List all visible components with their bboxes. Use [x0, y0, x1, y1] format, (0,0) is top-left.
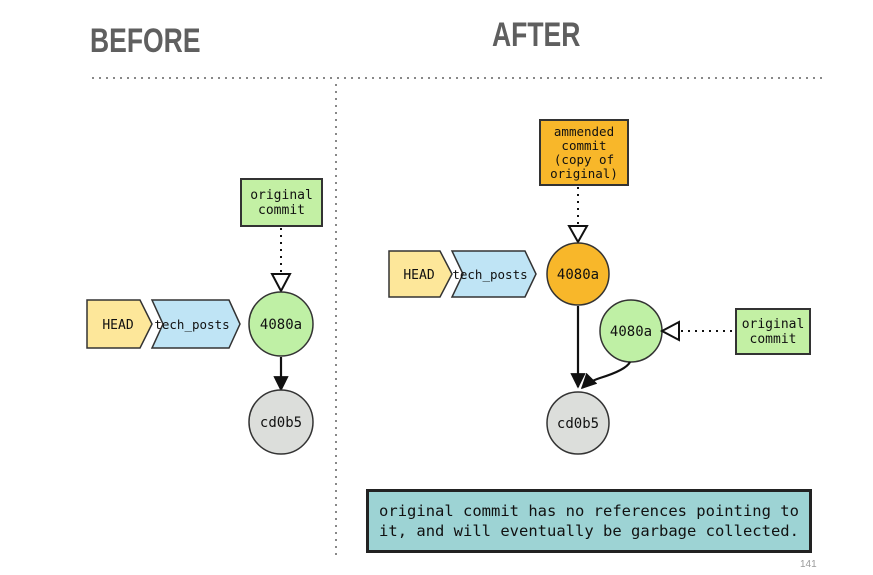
- before-heading: BEFORE: [90, 22, 201, 60]
- after-parent-node: cd0b5: [546, 391, 610, 455]
- before-commit-label: 4080a: [260, 317, 302, 333]
- after-amended-callout-arrowhead: [567, 225, 589, 245]
- after-orphan-commit-node: 4080a: [599, 299, 663, 363]
- after-branch-label: tech_posts: [452, 267, 527, 282]
- before-original-callout: original commit: [240, 178, 323, 227]
- after-amended-callout: ammended commit (copy of original): [539, 119, 629, 186]
- after-amended-callout-line-4: original): [550, 166, 618, 181]
- after-orphan-callout-arrowhead: [659, 320, 680, 342]
- after-head-pointer: HEAD: [388, 250, 453, 298]
- before-head-pointer: HEAD: [86, 299, 153, 349]
- after-orphan-callout-line-2: commit: [750, 332, 797, 347]
- before-parent-node: cd0b5: [248, 389, 314, 455]
- after-branch-pointer: tech_posts: [450, 250, 537, 298]
- garbage-collection-note: original commit has no references pointi…: [366, 489, 812, 553]
- before-callout-line-1: original: [250, 188, 313, 203]
- after-orphan-callout: original commit: [735, 308, 811, 355]
- after-amended-callout-line-3: (copy of: [554, 152, 614, 167]
- after-amended-commit-label: 4080a: [557, 267, 599, 283]
- before-parent-label: cd0b5: [260, 415, 302, 431]
- after-orphan-callout-line-1: original: [742, 317, 805, 332]
- note-text: original commit has no references pointi…: [379, 502, 799, 540]
- before-callout-arrowhead: [270, 273, 292, 294]
- before-branch-label: tech_posts: [154, 317, 229, 332]
- before-head-label: HEAD: [102, 318, 133, 333]
- after-amended-callout-line-1: ammended: [554, 124, 614, 139]
- after-amended-commit-node: 4080a: [546, 242, 610, 306]
- after-orphan-commit-label: 4080a: [610, 324, 652, 340]
- before-branch-pointer: tech_posts: [150, 299, 241, 349]
- after-orphan-parent-edge: [580, 361, 631, 390]
- before-callout-line-2: commit: [258, 203, 305, 218]
- before-commit-node: 4080a: [248, 291, 314, 357]
- page-number: 141: [800, 559, 817, 570]
- after-heading: AFTER: [492, 16, 581, 54]
- after-amended-callout-line-2: commit: [561, 138, 606, 153]
- after-parent-label: cd0b5: [557, 416, 599, 432]
- after-head-label: HEAD: [403, 268, 434, 283]
